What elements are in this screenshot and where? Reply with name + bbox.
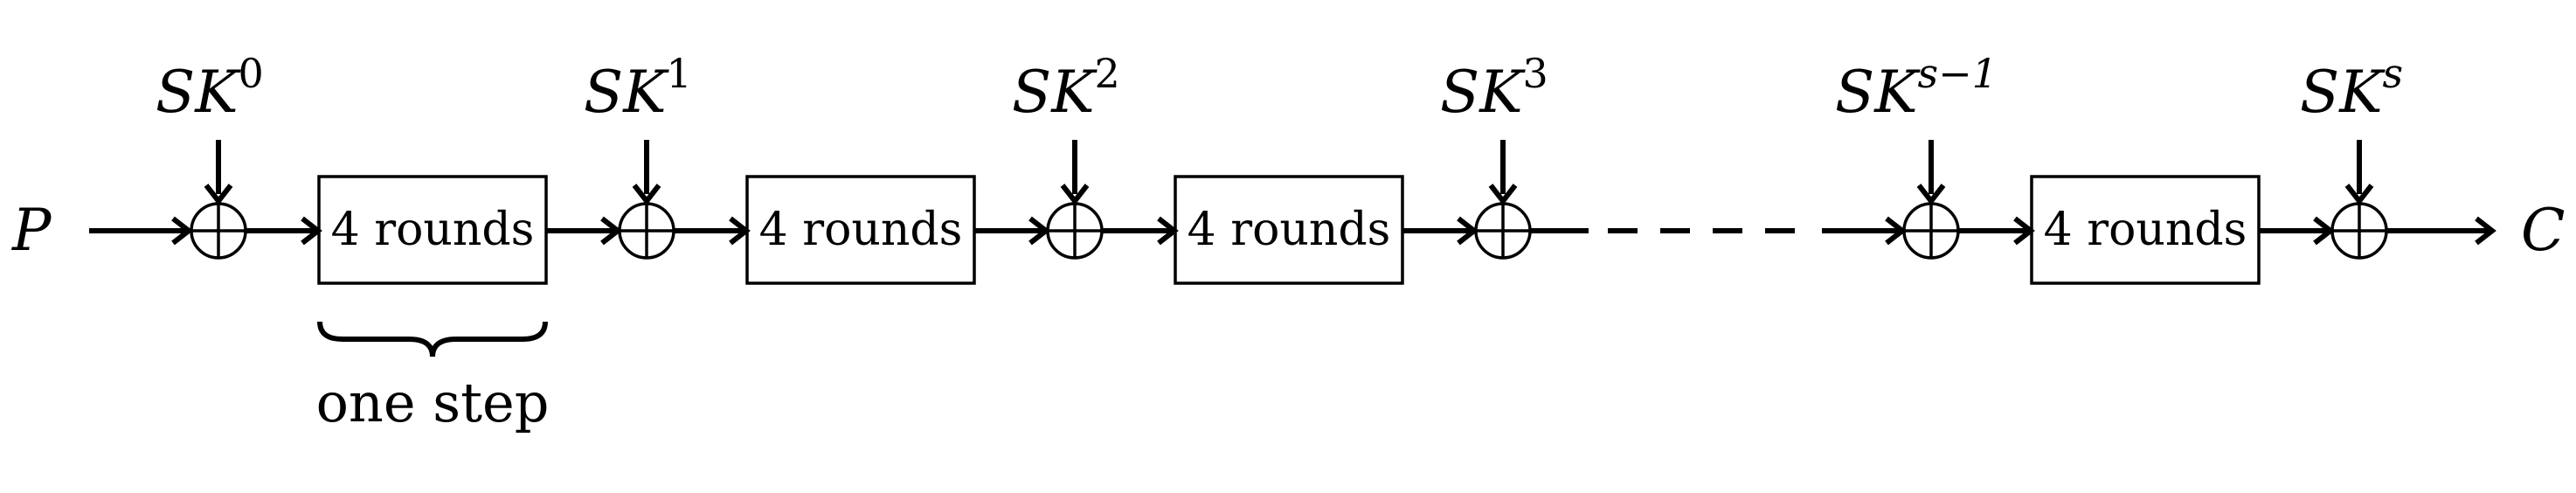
round-box-3: 4 rounds (1174, 175, 1404, 285)
round-box-3-label: 4 rounds (1188, 204, 1391, 256)
input-label: P (11, 197, 52, 264)
svg-text:SK2: SK2 (1012, 50, 1120, 126)
round-box-1-label: 4 rounds (331, 204, 535, 256)
key-label-1-sup: 1 (667, 50, 692, 97)
brace-label: one step (316, 371, 550, 434)
round-box-1: 4 rounds (317, 175, 548, 285)
xor-icon-s-minus-1 (1902, 202, 1960, 260)
data-path (89, 216, 2496, 246)
key-label-3-sup: 3 (1523, 50, 1548, 97)
round-box-4: 4 rounds (2030, 175, 2261, 285)
key-label-s-minus-1: SKs−1 (1835, 50, 1998, 126)
key-label-s-base: SK (2300, 59, 2386, 126)
key-arrows (204, 140, 2374, 205)
svg-text:SKs: SKs (2300, 50, 2403, 126)
round-box-2: 4 rounds (745, 175, 976, 285)
one-step-brace (317, 321, 548, 358)
key-label-2-sup: 2 (1095, 50, 1120, 97)
key-label-0-base: SK (156, 59, 241, 126)
xor-icon-1 (618, 202, 675, 260)
xor-icon-3 (1474, 202, 1532, 260)
xor-icon-2 (1046, 202, 1104, 260)
key-label-1: SK1 (584, 50, 692, 126)
key-label-s: SKs (2300, 50, 2403, 126)
key-label-3-base: SK (1440, 59, 1526, 126)
svg-text:SKs−1: SKs−1 (1835, 50, 1998, 126)
xor-icon-s (2330, 202, 2388, 260)
key-label-3: SK3 (1440, 50, 1548, 126)
output-label: C (2521, 197, 2566, 264)
key-label-0-sup: 0 (239, 50, 264, 97)
key-label-0: SK0 (156, 50, 264, 126)
key-label-s-minus-1-sup: s−1 (1918, 50, 1998, 97)
svg-text:SK3: SK3 (1440, 50, 1548, 126)
key-label-s-minus-1-base: SK (1835, 59, 1921, 126)
svg-text:SK0: SK0 (156, 50, 264, 126)
key-label-1-base: SK (584, 59, 669, 126)
key-label-s-sup: s (2383, 50, 2404, 97)
key-label-2-base: SK (1012, 59, 1098, 126)
xor-icon-0 (190, 202, 247, 260)
round-box-4-label: 4 rounds (2044, 204, 2247, 256)
svg-text:SK1: SK1 (584, 50, 692, 126)
round-box-2-label: 4 rounds (759, 204, 963, 256)
key-label-2: SK2 (1012, 50, 1120, 126)
